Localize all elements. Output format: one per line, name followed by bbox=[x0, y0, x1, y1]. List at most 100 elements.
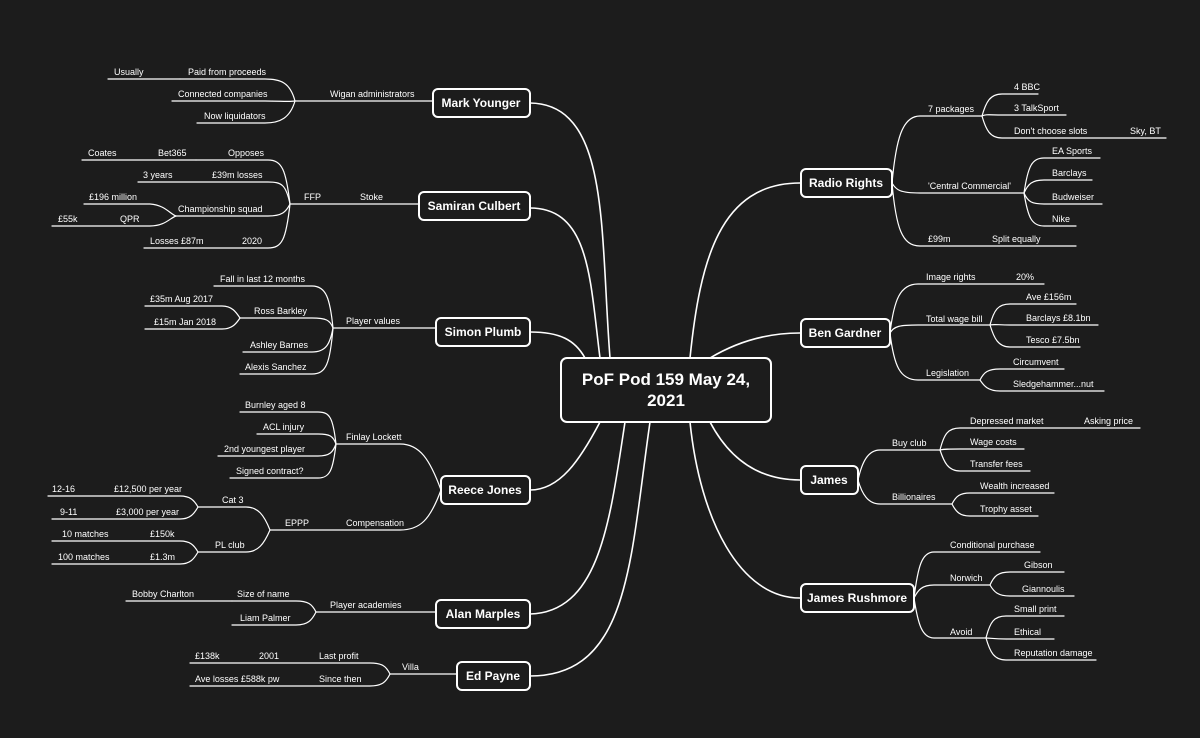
label-dont-choose-slots: Don't choose slots bbox=[1014, 126, 1088, 136]
branch-mark-younger bbox=[529, 102, 611, 359]
topic-james-box[interactable] bbox=[800, 465, 859, 495]
label-now-liquidators: Now liquidators bbox=[204, 111, 266, 121]
james-subtree: Buy club Depressed market Asking price W… bbox=[857, 416, 1141, 517]
topic-ed-payne-box[interactable] bbox=[456, 661, 531, 691]
branch-simon-plumb bbox=[529, 331, 586, 359]
label-billionaires: Billionaires bbox=[892, 492, 936, 502]
ed-payne-subtree: Villa Last profit 2001 £138k Since then … bbox=[189, 651, 458, 687]
topic-simon-plumb-label: Simon Plumb bbox=[445, 325, 522, 339]
topic-james-rushmore-label: James Rushmore bbox=[807, 591, 907, 605]
branch-samiran-culbert bbox=[529, 207, 601, 359]
topic-ben-gardner-label: Ben Gardner bbox=[809, 326, 882, 340]
central-title-line2: 2021 bbox=[647, 391, 685, 410]
label-20-pct: 20% bbox=[1016, 272, 1034, 282]
topic-reece-jones[interactable]: Reece Jones bbox=[440, 475, 531, 505]
topic-simon-plumb-box[interactable] bbox=[435, 317, 531, 347]
label-2020: 2020 bbox=[242, 236, 262, 246]
label-barclays-8-1bn: Barclays £8.1bn bbox=[1026, 313, 1091, 323]
label-stoke: Stoke bbox=[360, 192, 383, 202]
label-paid-from-proceeds: Paid from proceeds bbox=[188, 67, 267, 77]
label-196-million: £196 million bbox=[89, 192, 137, 202]
label-ethical: Ethical bbox=[1014, 627, 1041, 637]
label-ashley-barnes: Ashley Barnes bbox=[250, 340, 309, 350]
label-norwich: Norwich bbox=[950, 573, 983, 583]
label-cat3: Cat 3 bbox=[222, 495, 244, 505]
label-sledgehammer: Sledgehammer...nut bbox=[1013, 379, 1094, 389]
topic-radio-rights-box[interactable] bbox=[800, 168, 893, 198]
label-championship-squad: Championship squad bbox=[178, 204, 263, 214]
topic-simon-plumb[interactable]: Simon Plumb bbox=[435, 317, 531, 347]
label-150k: £150k bbox=[150, 529, 175, 539]
topic-james-label: James bbox=[810, 473, 848, 487]
label-12500-per-year: £12,500 per year bbox=[114, 484, 182, 494]
james-rushmore-subtree: Conditional purchase Norwich Gibson Gian… bbox=[913, 540, 1097, 661]
topic-mark-younger-box[interactable] bbox=[432, 88, 531, 118]
label-three-talksport: 3 TalkSport bbox=[1014, 103, 1059, 113]
label-budweiser: Budweiser bbox=[1052, 192, 1094, 202]
mark-younger-subtree: Wigan administrators Paid from proceeds … bbox=[107, 67, 434, 124]
topic-james[interactable]: James bbox=[800, 465, 859, 495]
topic-reece-jones-box[interactable] bbox=[440, 475, 531, 505]
topic-samiran-culbert[interactable]: Samiran Culbert bbox=[418, 191, 531, 221]
label-compensation: Compensation bbox=[346, 518, 404, 528]
label-sky-bt: Sky, BT bbox=[1130, 126, 1161, 136]
label-signed-contract: Signed contract? bbox=[236, 466, 304, 476]
label-1-3m: £1.3m bbox=[150, 552, 175, 562]
label-buy-club: Buy club bbox=[892, 438, 927, 448]
label-ross-barkley: Ross Barkley bbox=[254, 306, 308, 316]
topic-james-rushmore[interactable]: James Rushmore bbox=[800, 583, 915, 613]
label-player-academies: Player academies bbox=[330, 600, 402, 610]
label-villa: Villa bbox=[402, 662, 419, 672]
label-player-values: Player values bbox=[346, 316, 401, 326]
label-depressed-market: Depressed market bbox=[970, 416, 1044, 426]
label-wigan-administrators: Wigan administrators bbox=[330, 89, 415, 99]
label-pl-club: PL club bbox=[215, 540, 245, 550]
topic-samiran-culbert-box[interactable] bbox=[418, 191, 531, 221]
label-connected-companies: Connected companies bbox=[178, 89, 268, 99]
central-node[interactable]: PoF Pod 159 May 24, 2021 bbox=[560, 357, 772, 423]
topic-mark-younger-label: Mark Younger bbox=[442, 96, 521, 110]
label-ave-losses: Ave losses £588k pw bbox=[195, 674, 280, 684]
label-small-print: Small print bbox=[1014, 604, 1057, 614]
label-four-bbc: 4 BBC bbox=[1014, 82, 1041, 92]
label-trophy-asset: Trophy asset bbox=[980, 504, 1032, 514]
label-jan-2018: £15m Jan 2018 bbox=[154, 317, 216, 327]
topic-ed-payne[interactable]: Ed Payne bbox=[456, 661, 531, 691]
label-liam-palmer: Liam Palmer bbox=[240, 613, 291, 623]
topic-ben-gardner[interactable]: Ben Gardner bbox=[800, 318, 891, 348]
label-size-of-name: Size of name bbox=[237, 589, 290, 599]
label-55k: £55k bbox=[58, 214, 78, 224]
topic-radio-rights[interactable]: Radio Rights bbox=[800, 168, 893, 198]
label-transfer-fees: Transfer fees bbox=[970, 459, 1023, 469]
label-barclays: Barclays bbox=[1052, 168, 1087, 178]
label-ave-156m: Ave £156m bbox=[1026, 292, 1071, 302]
label-tesco-7-5bn: Tesco £7.5bn bbox=[1026, 335, 1080, 345]
branch-alan-marples bbox=[529, 421, 626, 615]
topic-james-rushmore-box[interactable] bbox=[800, 583, 915, 613]
label-last-profit: Last profit bbox=[319, 651, 359, 661]
main-branches bbox=[529, 102, 801, 677]
branch-ben-gardner bbox=[709, 332, 801, 359]
branch-reece-jones bbox=[529, 421, 601, 491]
central-title-line1: PoF Pod 159 May 24, bbox=[582, 370, 750, 389]
label-acl-injury: ACL injury bbox=[263, 422, 305, 432]
label-conditional-purchase: Conditional purchase bbox=[950, 540, 1035, 550]
topic-alan-marples[interactable]: Alan Marples bbox=[435, 599, 531, 629]
label-wealth-increased: Wealth increased bbox=[980, 481, 1049, 491]
central-node-box[interactable] bbox=[560, 357, 772, 423]
topic-samiran-culbert-label: Samiran Culbert bbox=[428, 199, 521, 213]
topic-alan-marples-box[interactable] bbox=[435, 599, 531, 629]
label-bet365: Bet365 bbox=[158, 148, 187, 158]
topic-radio-rights-label: Radio Rights bbox=[809, 176, 883, 190]
label-ten-matches: 10 matches bbox=[62, 529, 109, 539]
label-99m: £99m bbox=[928, 234, 951, 244]
label-image-rights: Image rights bbox=[926, 272, 976, 282]
label-since-then: Since then bbox=[319, 674, 362, 684]
topic-alan-marples-label: Alan Marples bbox=[446, 607, 521, 621]
topic-mark-younger[interactable]: Mark Younger bbox=[432, 88, 531, 118]
ben-gardner-subtree: Image rights 20% Total wage bill Ave £15… bbox=[889, 272, 1105, 392]
label-138k: £138k bbox=[195, 651, 220, 661]
label-losses-39m: £39m losses bbox=[212, 170, 263, 180]
topic-ben-gardner-box[interactable] bbox=[800, 318, 891, 348]
